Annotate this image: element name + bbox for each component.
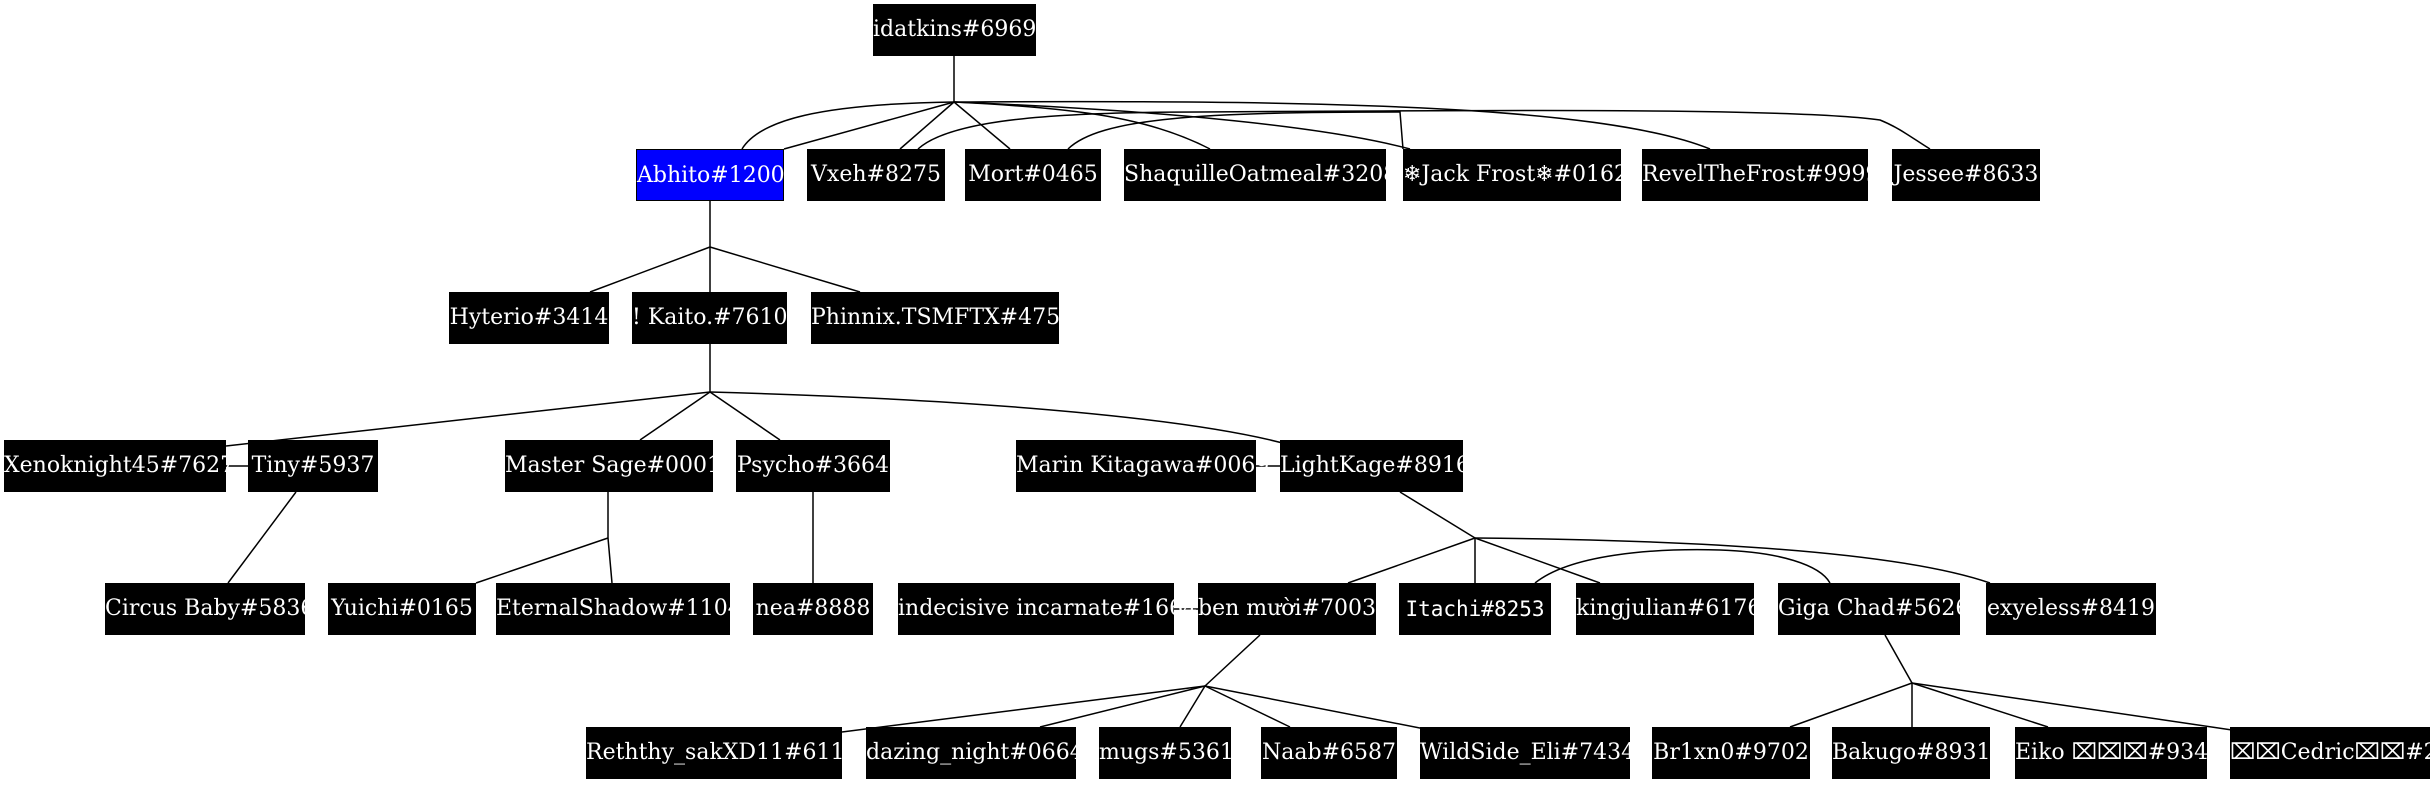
- edge-hub-wildside: [1204, 685, 1431, 731]
- node-bakugo[interactable]: Bakugo#8931: [1832, 727, 1991, 779]
- edge-hub-mugs: [1179, 685, 1206, 728]
- node-mort[interactable]: Mort#0465: [965, 149, 1101, 201]
- node-shaquille[interactable]: ShaquilleOatmeal#3208: [1124, 149, 1397, 201]
- node-reththy[interactable]: Reththy_sakXD11#6113: [586, 727, 859, 779]
- node-vxeh[interactable]: Vxeh#8275: [807, 149, 945, 201]
- edge-hub-exyeless: [1474, 537, 1991, 584]
- node-eternalshadow[interactable]: EternalShadow#1104: [496, 583, 742, 635]
- node-dazing[interactable]: dazing_night#0664: [866, 727, 1084, 779]
- node-revel[interactable]: RevelTheFrost#9999: [1642, 149, 1880, 201]
- edge-hub-mastersage: [639, 391, 711, 441]
- edge-hub-eternalshadow: [607, 537, 613, 584]
- node-naab[interactable]: Naab#6587: [1261, 727, 1397, 779]
- node-indecisive[interactable]: indecisive incarnate#1664: [898, 583, 1197, 635]
- edge-lightkage-hub: [1399, 491, 1476, 539]
- node-circusbaby[interactable]: Circus Baby#5836: [105, 583, 314, 635]
- edge-hub-xenoknight: [225, 391, 711, 447]
- edge-hub-abhito: [783, 101, 955, 150]
- node-abhito[interactable]: Abhito#1200: [636, 149, 785, 201]
- edge-hub-abhito-curve: [741, 101, 955, 150]
- edge-gigachad-hub: [1884, 634, 1913, 684]
- edge-hub-cedric: [1911, 682, 2233, 731]
- edge-itachi-gigachad: [1534, 548, 1831, 584]
- node-kaito[interactable]: ! Kaito.#7610: [632, 292, 788, 344]
- edge-hub-yuichi: [475, 537, 609, 584]
- node-nea[interactable]: nea#8888: [753, 583, 873, 635]
- edge-hub-benmuoi: [1347, 537, 1476, 584]
- node-mastersage[interactable]: Master Sage#0001: [505, 440, 721, 492]
- node-cedric[interactable]: ⌧⌧Cedric⌧⌧#2678: [2230, 727, 2436, 779]
- node-exyeless[interactable]: exyeless#8419: [1986, 583, 2156, 635]
- node-wildside[interactable]: WildSide_Eli#7434: [1420, 727, 1635, 779]
- node-gigachad[interactable]: Giga Chad#5626: [1778, 583, 1969, 635]
- edge-hub-eiko: [1911, 682, 2049, 728]
- node-lightkage[interactable]: LightKage#8916: [1280, 440, 1470, 492]
- node-yuichi[interactable]: Yuichi#0165: [328, 583, 476, 635]
- edge-hub-phinnix: [709, 246, 861, 293]
- node-phinnix[interactable]: Phinnix.TSMFTX#4753: [811, 292, 1074, 344]
- node-jackfrost[interactable]: ❄Jack Frost❄#0162: [1403, 149, 1628, 201]
- edge-hub-br1xn0: [1789, 682, 1913, 728]
- node-xenoknight[interactable]: Xenoknight45#7627: [4, 440, 234, 492]
- edge-hub-naab: [1204, 685, 1291, 728]
- node-itachi[interactable]: Itachi#8253: [1399, 583, 1551, 635]
- edge-hub-dazing: [1039, 685, 1206, 728]
- edge-hub-revel: [953, 100, 1711, 150]
- edge-hub-lightkage: [709, 391, 1291, 446]
- edge-hub-mort: [953, 101, 1011, 150]
- edge-hub-vxeh: [899, 101, 955, 150]
- node-hyterio[interactable]: Hyterio#3414: [449, 292, 609, 344]
- edge-benmuoi-hub: [1204, 634, 1261, 687]
- node-mugs[interactable]: mugs#5361: [1099, 727, 1234, 779]
- edge-hub-reththy: [841, 685, 1206, 733]
- node-br1xn0[interactable]: Br1xn0#9702: [1652, 727, 1810, 779]
- edge-hub-jackfrost: [953, 101, 1411, 150]
- node-kingjulian[interactable]: kingjulian#6176: [1576, 583, 1761, 635]
- node-eiko[interactable]: Eiko ⌧⌧⌧#9344: [2015, 727, 2222, 779]
- node-idatkins[interactable]: idatkins#6969: [873, 4, 1036, 56]
- node-tiny[interactable]: Tiny#5937: [248, 440, 378, 492]
- edge-hub-psycho: [709, 391, 781, 441]
- node-marin[interactable]: Marin Kitagawa#0069: [1016, 440, 1269, 492]
- node-jessee[interactable]: Jessee#8633: [1892, 149, 2040, 201]
- node-benmuoi[interactable]: ben mười#7003: [1198, 583, 1376, 635]
- node-psycho[interactable]: Psycho#3664: [736, 440, 890, 492]
- edge-hub-kingjulian: [1474, 537, 1601, 584]
- edge-tiny-circusbaby: [227, 491, 297, 584]
- edge-vxeh-jessee: [917, 109, 1931, 150]
- edge-mort-jackfrost: [1067, 111, 1404, 150]
- edge-hub-hyterio: [589, 246, 711, 293]
